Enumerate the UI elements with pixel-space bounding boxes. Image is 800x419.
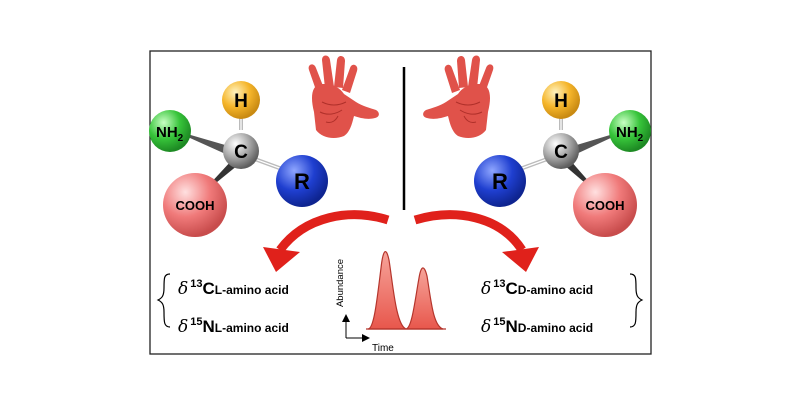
- diagram-frame: [149, 50, 652, 355]
- amine-atom-right: [609, 110, 651, 152]
- right-brace: [629, 273, 644, 328]
- chromatogram: Abundance Time: [335, 251, 446, 354]
- left-hand-icon: [308, 55, 379, 138]
- carbon-atom-left: [223, 133, 259, 169]
- hydrogen-label-right: H: [554, 91, 568, 112]
- amine-label-left: NH2: [156, 124, 184, 144]
- chromatogram-peak-1: [367, 251, 407, 330]
- left-curved-arrow: [263, 210, 390, 272]
- carbon-atom-right: [543, 133, 579, 169]
- carboxyl-atom-right: [573, 173, 637, 237]
- amine-atom-left: [149, 110, 191, 152]
- carboxyl-atom-left: [163, 173, 227, 237]
- left-hand-creases: [319, 101, 347, 123]
- hydrogen-label-left: H: [234, 91, 248, 112]
- side-chain-atom-left: [276, 155, 328, 207]
- hydrogen-atom-left: [222, 81, 260, 119]
- carboxyl-label-left: COOH: [176, 198, 215, 213]
- chromatogram-peak-2: [405, 267, 444, 330]
- right-hand-creases: [455, 101, 483, 123]
- side-chain-label-right: R: [492, 169, 508, 194]
- x-axis-label: Time: [372, 343, 394, 354]
- carbon-label-right: C: [554, 142, 568, 163]
- amine-label-right: NH2: [616, 124, 644, 144]
- y-axis-label: Abundance: [335, 259, 346, 307]
- carbon-label-left: C: [234, 142, 248, 163]
- carboxyl-label-right: COOH: [586, 198, 625, 213]
- left-molecule: H NH2 C R COOH: [149, 81, 328, 237]
- side-chain-atom-right: [474, 155, 526, 207]
- side-chain-label-left: R: [294, 169, 310, 194]
- right-molecule: H NH2 C R COOH: [474, 81, 651, 237]
- right-curved-arrow: [413, 210, 539, 272]
- right-hand-icon: [423, 55, 494, 138]
- hydrogen-atom-right: [542, 81, 580, 119]
- left-brace: [156, 273, 171, 328]
